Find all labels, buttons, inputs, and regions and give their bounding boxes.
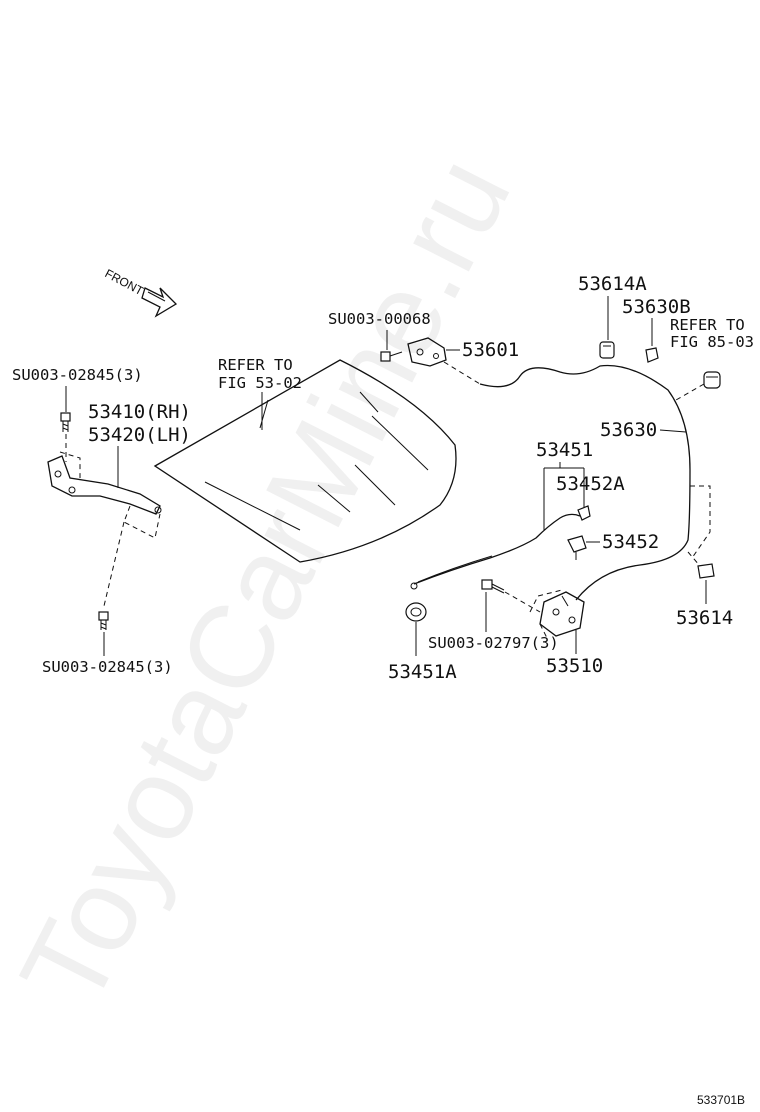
bolt-top-left bbox=[60, 412, 71, 432]
clip-b-label: 53630B bbox=[622, 296, 691, 318]
bolt-bottom-left-label: SU003-02845(3) bbox=[42, 658, 173, 676]
clip-b bbox=[645, 347, 659, 363]
holder-a-label: 53452A bbox=[556, 473, 625, 495]
hinge-rh-label: 53410(RH) bbox=[88, 401, 191, 423]
grommet bbox=[703, 371, 721, 389]
front-label: FRONT bbox=[103, 266, 147, 298]
holder bbox=[567, 535, 587, 560]
figure-id: 533701B bbox=[697, 1093, 745, 1107]
lever-label: 53601 bbox=[462, 339, 519, 361]
bolt-top-left-label: SU003-02845(3) bbox=[12, 366, 143, 384]
cushion bbox=[405, 602, 427, 622]
bolt-lever bbox=[380, 351, 403, 362]
bolt-lever-label: SU003-00068 bbox=[328, 310, 431, 328]
clamp-a bbox=[599, 341, 615, 359]
hinge-lh-label: 53420(LH) bbox=[88, 424, 191, 446]
release-cable-label: 53630 bbox=[600, 419, 657, 441]
front-arrow: FRONT bbox=[103, 266, 178, 318]
bolt-lock bbox=[481, 579, 505, 594]
release-lever bbox=[407, 337, 447, 367]
support-rod-label: 53451 bbox=[536, 439, 593, 461]
holder-label: 53452 bbox=[602, 531, 659, 553]
lock-label: 53510 bbox=[546, 655, 603, 677]
support-rod bbox=[410, 513, 581, 590]
watermark: ToyotaCarMine.ru bbox=[0, 137, 536, 1027]
bolt-bottom-left bbox=[98, 611, 109, 630]
ref2-fig-label: FIG 85-03 bbox=[670, 333, 754, 351]
clamp bbox=[697, 563, 715, 579]
clamp-a-label: 53614A bbox=[578, 273, 647, 295]
hood-ref-fig-label: FIG 53-02 bbox=[218, 374, 302, 392]
hood-ref-label: REFER TO bbox=[218, 356, 293, 374]
holder-a bbox=[577, 505, 591, 521]
hood-lock bbox=[539, 591, 585, 637]
clamp-label: 53614 bbox=[676, 607, 733, 629]
cushion-label: 53451A bbox=[388, 661, 457, 683]
hood-panel bbox=[153, 359, 457, 563]
ref2-label: REFER TO bbox=[670, 316, 745, 334]
hood-hinge bbox=[47, 455, 162, 515]
bolt-lock-label: SU003-02797(3) bbox=[428, 634, 559, 652]
